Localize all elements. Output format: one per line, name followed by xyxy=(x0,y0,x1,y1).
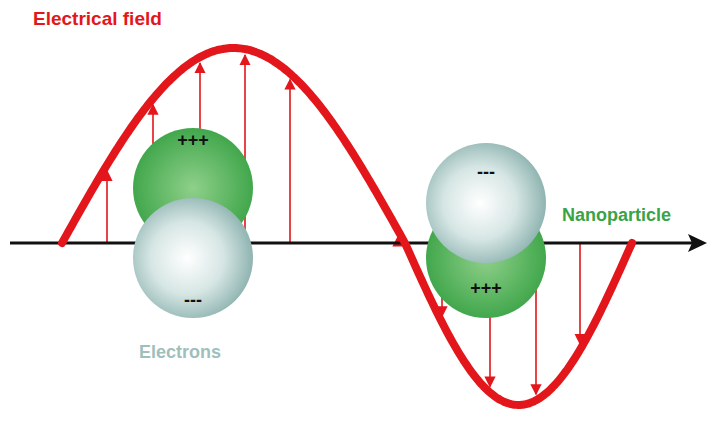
charge-sign: +++ xyxy=(426,278,546,298)
field-vector-arrow xyxy=(579,243,581,344)
field-vector-arrow xyxy=(289,80,291,243)
electron-cloud-sphere-circle xyxy=(133,198,253,318)
electron-cloud-sphere-circle xyxy=(426,143,546,263)
field-label: Electrical field xyxy=(33,8,162,30)
nanoparticle-label: Nanoparticle xyxy=(562,204,671,226)
electrons-label: Electrons xyxy=(139,341,221,363)
axis-arrowhead xyxy=(688,234,707,252)
charge-sign: --- xyxy=(133,290,253,310)
charge-sign: +++ xyxy=(133,130,253,150)
positive-charge-cap-circle xyxy=(426,198,546,318)
field-vector-arrow xyxy=(106,171,108,243)
axis-line xyxy=(10,242,692,245)
field-wave xyxy=(62,48,632,405)
electron-cloud-sphere: --- xyxy=(426,143,546,263)
electron-cloud-sphere: --- xyxy=(133,198,253,318)
field-arrows xyxy=(107,55,580,394)
electron-cloud-sphere-shape xyxy=(426,143,546,263)
charge-sign: --- xyxy=(426,162,546,182)
